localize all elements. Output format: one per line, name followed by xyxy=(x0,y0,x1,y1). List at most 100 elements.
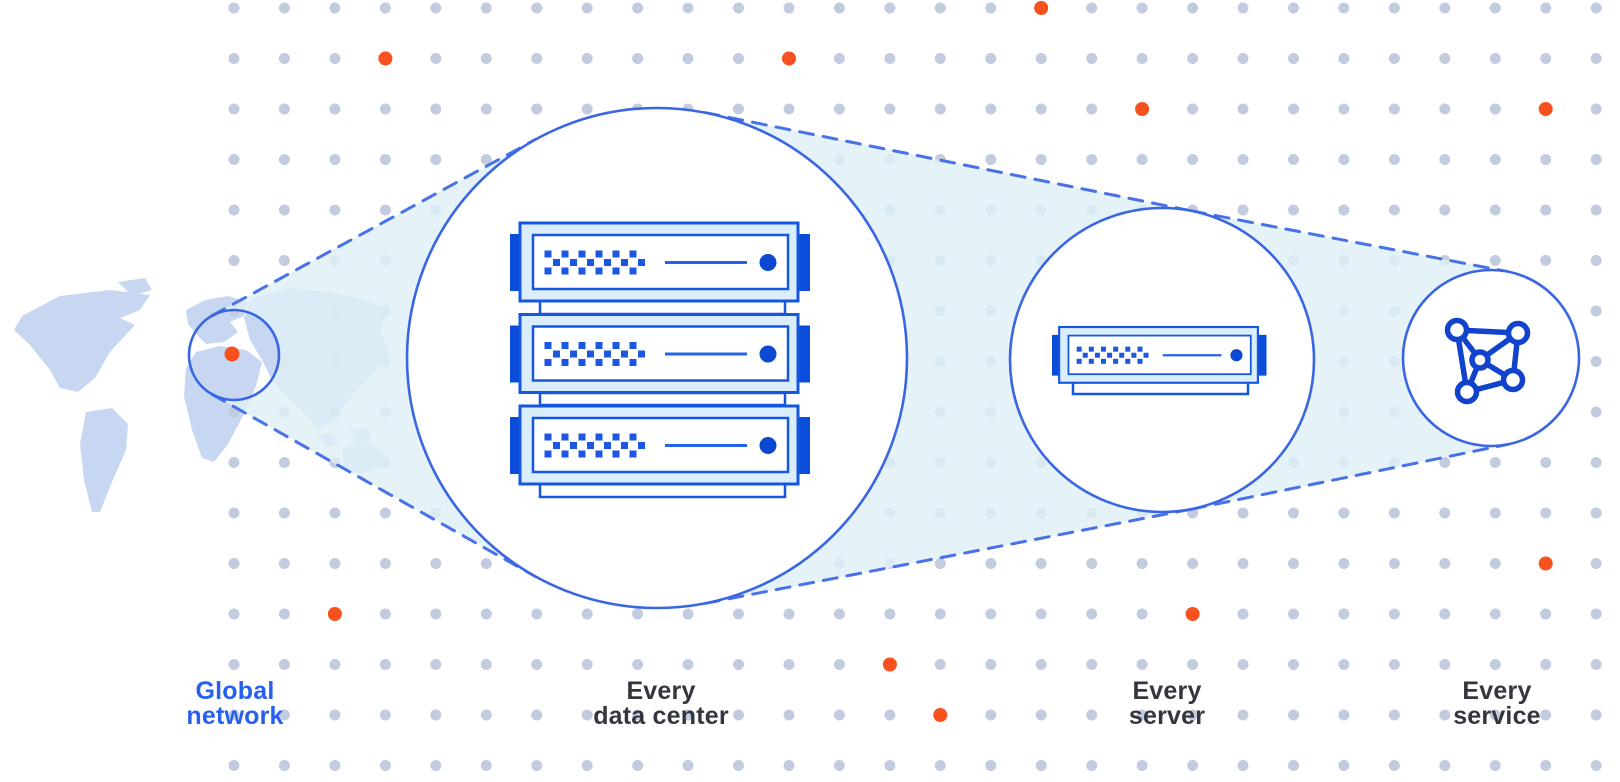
grid-dot xyxy=(430,53,442,64)
grid-dot xyxy=(1086,2,1098,14)
server-icon xyxy=(1050,325,1268,396)
grid-dot xyxy=(632,2,644,14)
grid-dot xyxy=(1590,558,1602,569)
grid-dot xyxy=(1388,103,1400,115)
grid-dot xyxy=(1136,2,1148,14)
grid-dot xyxy=(329,53,341,64)
grid-dot xyxy=(1338,558,1350,569)
grid-dot xyxy=(329,154,341,165)
grid-dot xyxy=(1136,709,1148,721)
grid-dot xyxy=(1590,53,1602,64)
location-marker-dot xyxy=(224,346,240,362)
label-line: server xyxy=(1128,702,1206,730)
grid-dot xyxy=(1237,204,1249,216)
grid-dot xyxy=(228,103,240,115)
grid-dot xyxy=(1237,507,1249,519)
grid-dot xyxy=(329,709,341,721)
grid-dot xyxy=(884,53,896,64)
grid-dot xyxy=(1590,305,1602,317)
mesh-node xyxy=(1505,320,1531,346)
grid-dot xyxy=(278,608,290,620)
grid-dot xyxy=(985,103,997,115)
grid-dot xyxy=(228,659,240,670)
grid-dot xyxy=(329,507,341,519)
grid-dot xyxy=(480,53,492,64)
grid-dot xyxy=(278,2,290,14)
grid-dot xyxy=(934,760,946,771)
grid-dot xyxy=(278,457,290,468)
grid-dot xyxy=(884,608,896,620)
dashed-line-1-lower xyxy=(210,392,538,579)
grid-dot xyxy=(1086,760,1098,771)
grid-dot xyxy=(783,2,795,14)
grid-dot xyxy=(1086,103,1098,115)
grid-dot xyxy=(1136,53,1148,64)
grid-dot xyxy=(1590,255,1602,266)
grid-dot xyxy=(1288,507,1299,519)
grid-dot xyxy=(1086,608,1098,620)
label-line: network xyxy=(186,702,284,730)
grid-dot xyxy=(1439,558,1451,569)
grid-dot xyxy=(833,53,845,64)
mesh-node-center xyxy=(1469,349,1491,371)
grid-dot xyxy=(278,154,290,165)
grid-dot xyxy=(531,709,543,721)
grid-dot xyxy=(1439,507,1451,519)
service-circle xyxy=(1401,268,1581,448)
grid-dot xyxy=(1489,558,1501,569)
grid-dot xyxy=(1489,659,1501,670)
grid-dot xyxy=(985,659,997,670)
grid-dot xyxy=(430,709,442,721)
grid-dot xyxy=(1439,204,1451,216)
label-line: Global xyxy=(195,677,275,705)
grid-dot xyxy=(1187,103,1199,115)
grid-dot xyxy=(1590,406,1602,418)
grid-dot xyxy=(1439,608,1451,620)
grid-dot xyxy=(1540,204,1552,216)
grid-dot xyxy=(278,204,290,216)
dashed-line-2-upper xyxy=(704,111,1193,213)
grid-dot xyxy=(379,558,391,569)
grid-dot xyxy=(783,760,795,771)
grid-dot xyxy=(1540,709,1552,721)
grid-dot xyxy=(480,659,492,670)
grid-dot xyxy=(581,709,593,721)
grid-dot xyxy=(278,709,290,721)
grid-dot xyxy=(1489,154,1501,165)
grid-dot xyxy=(1338,709,1350,721)
grid-dot xyxy=(581,760,593,771)
grid-dot xyxy=(430,103,442,115)
grid-dot xyxy=(329,558,341,569)
dashed-line-2-lower xyxy=(704,507,1193,605)
grid-dot xyxy=(1288,53,1299,64)
grid-dot xyxy=(833,659,845,670)
grid-dot xyxy=(1388,608,1400,620)
grid-dot xyxy=(884,103,896,115)
grid-dot xyxy=(480,558,492,569)
server-rack-icon xyxy=(508,221,812,499)
grid-dot xyxy=(1489,457,1501,468)
mesh-network-icon xyxy=(1444,317,1531,405)
grid-dot xyxy=(1590,154,1602,165)
grid-dot xyxy=(581,659,593,670)
grid-dot xyxy=(783,103,795,115)
grid-dot xyxy=(1388,204,1400,216)
grid-dot xyxy=(833,2,845,14)
grid-dot xyxy=(682,709,694,721)
grid-dot xyxy=(934,103,946,115)
grid-dot xyxy=(379,154,391,165)
grid-dot xyxy=(228,255,240,266)
grid-dot xyxy=(1540,760,1552,771)
grid-dot xyxy=(1489,255,1501,266)
grid-dot xyxy=(1388,2,1400,14)
grid-dot xyxy=(833,103,845,115)
grid-dot xyxy=(228,760,240,771)
grid-dot xyxy=(1338,507,1350,519)
grid-dot xyxy=(682,659,694,670)
grid-dot xyxy=(682,2,694,14)
grid-dot xyxy=(1439,457,1451,468)
grid-dot xyxy=(1035,154,1047,165)
rack-tray xyxy=(538,482,787,499)
mesh-node xyxy=(1500,367,1526,393)
